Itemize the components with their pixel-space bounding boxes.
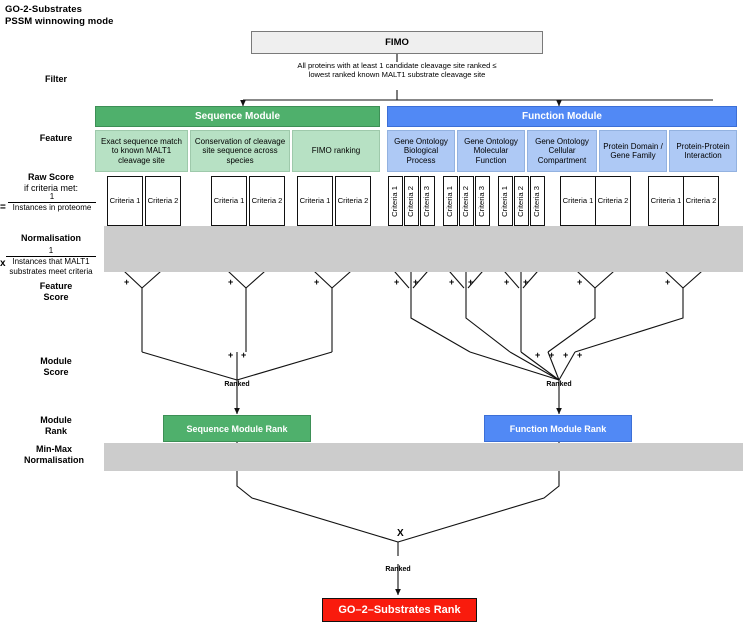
- plus-icon: +: [449, 277, 455, 287]
- criteria-label: Criteria 1: [445, 185, 455, 217]
- criteria-box[interactable]: Criteria 2: [145, 176, 181, 226]
- plus-icon: +: [577, 350, 583, 360]
- criteria-box[interactable]: Criteria 2: [683, 176, 719, 226]
- normalisation-numerator: 1: [48, 246, 54, 255]
- fimo-box[interactable]: FIMO: [251, 31, 543, 54]
- plus-icon: +: [549, 350, 555, 360]
- filter-label-text: Filter: [44, 74, 67, 84]
- raw-score-title: Raw Score: [27, 172, 75, 182]
- criteria-label: Criteria 2: [461, 185, 471, 217]
- page-title: GO-2-Substrates PSSM winnowing mode: [5, 4, 114, 27]
- criteria-label: Criteria 2: [406, 185, 416, 217]
- criteria-box[interactable]: Criteria 2: [335, 176, 371, 226]
- feature-go-biological-process[interactable]: Gene Ontology Biological Process: [387, 130, 455, 172]
- function-module-rank-box[interactable]: Function Module Rank: [484, 415, 632, 442]
- module-score-line1: Module: [40, 356, 72, 366]
- go-2-substrates-rank-box[interactable]: GO–2–Substrates Rank: [322, 598, 477, 622]
- raw-score-numerator: 1: [49, 192, 55, 201]
- feature-go-cellular-compartment[interactable]: Gene Ontology Cellular Compartment: [527, 130, 597, 172]
- row-label-feature: Feature: [20, 133, 92, 144]
- plus-icon: +: [523, 277, 529, 287]
- module-rank-line2: Rank: [44, 425, 67, 436]
- criteria-label: Criteria 3: [422, 185, 432, 217]
- raw-score-denominator: Instances in proteome: [8, 201, 96, 214]
- row-label-minmax: Min-Max Normalisation: [8, 444, 100, 465]
- feature-protein-protein-interaction[interactable]: Protein-Protein Interaction: [669, 130, 737, 172]
- ranked-label-function: Ranked: [546, 381, 572, 388]
- criteria-box[interactable]: Criteria 1: [648, 176, 684, 226]
- plus-icon: +: [314, 277, 320, 287]
- feature-conservation-cleavage-site[interactable]: Conservation of cleavage site sequence a…: [190, 130, 290, 172]
- row-label-filter: Filter: [20, 74, 92, 85]
- minmax-band: [104, 443, 743, 471]
- module-rank-line1: Module: [40, 415, 72, 425]
- plus-icon: +: [468, 277, 474, 287]
- criteria-box[interactable]: Criteria 3: [475, 176, 490, 226]
- criteria-box[interactable]: Criteria 2: [249, 176, 285, 226]
- criteria-label: Criteria 3: [532, 185, 542, 217]
- feature-fimo-ranking[interactable]: FIMO ranking: [292, 130, 380, 172]
- feature-score-line2: Score: [43, 291, 69, 302]
- sequence-module-rank-box[interactable]: Sequence Module Rank: [163, 415, 311, 442]
- row-label-module-score: Module Score: [20, 356, 92, 377]
- criteria-box[interactable]: Criteria 2: [595, 176, 631, 226]
- feature-go-molecular-function[interactable]: Gene Ontology Molecular Function: [457, 130, 525, 172]
- criteria-box[interactable]: Criteria 1: [107, 176, 143, 226]
- criteria-label: Criteria 2: [516, 185, 526, 217]
- criteria-label: Criteria 1: [390, 185, 400, 217]
- row-label-normalisation: Normalisation: [8, 233, 94, 244]
- row-label-feature-score: Feature Score: [20, 281, 92, 302]
- title-line-2: PSSM winnowing mode: [5, 15, 114, 27]
- plus-icon: +: [124, 277, 130, 287]
- plus-icon: +: [577, 277, 583, 287]
- criteria-box[interactable]: Criteria 2: [459, 176, 474, 226]
- plus-icon: +: [413, 277, 419, 287]
- criteria-box[interactable]: Criteria 1: [211, 176, 247, 226]
- normalisation-fraction: 1 Instances that MALT1 substrates meet c…: [6, 246, 96, 277]
- normalisation-operator: x: [0, 258, 6, 269]
- criteria-box[interactable]: Criteria 1: [443, 176, 458, 226]
- criteria-label: Criteria 3: [477, 185, 487, 217]
- module-header-sequence[interactable]: Sequence Module: [95, 106, 380, 127]
- plus-icon: +: [241, 350, 247, 360]
- criteria-box[interactable]: Criteria 3: [420, 176, 435, 226]
- feature-protein-domain-gene-family[interactable]: Protein Domain / Gene Family: [599, 130, 667, 172]
- plus-icon: +: [228, 350, 234, 360]
- raw-score-operator: =: [0, 202, 6, 213]
- row-label-raw-score: Raw Score if criteria met:: [8, 172, 94, 193]
- criteria-box[interactable]: Criteria 2: [404, 176, 419, 226]
- feature-score-line1: Feature: [39, 281, 73, 291]
- criteria-box[interactable]: Criteria 2: [514, 176, 529, 226]
- criteria-box[interactable]: Criteria 1: [560, 176, 596, 226]
- normalisation-denominator: Instances that MALT1 substrates meet cri…: [6, 255, 96, 278]
- criteria-box[interactable]: Criteria 1: [297, 176, 333, 226]
- ranked-label-final: Ranked: [385, 566, 411, 573]
- row-label-module-rank: Module Rank: [20, 415, 92, 436]
- module-score-line2: Score: [43, 366, 69, 377]
- plus-icon: +: [394, 277, 400, 287]
- multiply-icon: X: [397, 528, 404, 539]
- normalisation-band: [104, 226, 743, 272]
- criteria-box[interactable]: Criteria 1: [498, 176, 513, 226]
- plus-icon: +: [504, 277, 510, 287]
- plus-icon: +: [665, 277, 671, 287]
- minmax-line1: Min-Max: [36, 444, 72, 454]
- ranked-label-sequence: Ranked: [224, 381, 250, 388]
- raw-score-subtitle: if criteria met:: [23, 182, 78, 193]
- minmax-line2: Normalisation: [23, 454, 84, 465]
- plus-icon: +: [228, 277, 234, 287]
- criteria-box[interactable]: Criteria 3: [530, 176, 545, 226]
- feature-label-text: Feature: [39, 133, 73, 143]
- filter-note: All proteins with at least 1 candidate c…: [297, 61, 497, 79]
- raw-score-fraction: 1 Instances in proteome: [8, 192, 96, 213]
- criteria-label: Criteria 1: [500, 185, 510, 217]
- module-header-function[interactable]: Function Module: [387, 106, 737, 127]
- feature-exact-sequence-match[interactable]: Exact sequence match to known MALT1 clea…: [95, 130, 188, 172]
- criteria-box[interactable]: Criteria 1: [388, 176, 403, 226]
- title-line-1: GO-2-Substrates: [5, 4, 82, 15]
- plus-icon: +: [535, 350, 541, 360]
- normalisation-title: Normalisation: [20, 233, 81, 243]
- plus-icon: +: [563, 350, 569, 360]
